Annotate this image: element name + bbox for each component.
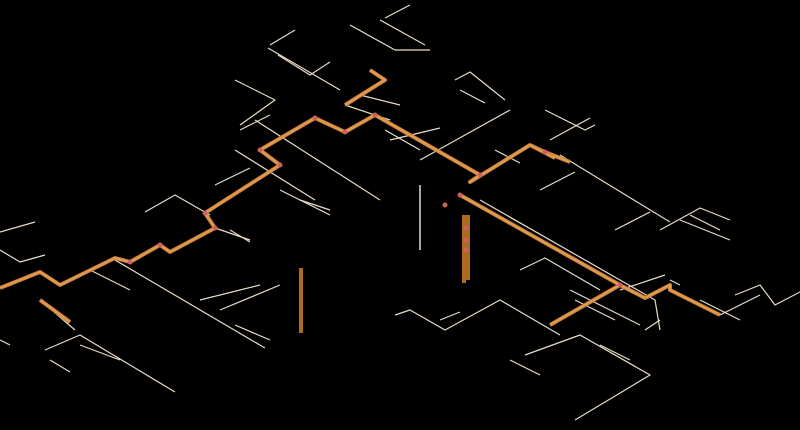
- branch-pipe: [234, 324, 271, 341]
- pipe-fitting: [257, 147, 263, 153]
- pipe-fitting: [342, 129, 348, 135]
- branch-pipe: [394, 299, 561, 336]
- main-pipe: [0, 114, 571, 289]
- branch-pipe: [234, 149, 316, 201]
- branch-pipe: [494, 149, 521, 164]
- pipe-fitting: [312, 115, 318, 121]
- pipe-fitting: [277, 162, 283, 168]
- branch-pipe: [734, 284, 800, 306]
- branch-pipe: [524, 334, 651, 421]
- branch-pipe: [49, 359, 71, 373]
- pipe-fitting: [157, 242, 163, 248]
- branch-pipe: [419, 109, 511, 161]
- branch-pipe: [239, 114, 271, 131]
- branch-pipe: [279, 189, 331, 216]
- branch-pipe: [359, 94, 401, 106]
- branch-pipe: [254, 119, 381, 201]
- branch-pipe: [519, 257, 601, 291]
- branch-pipe: [219, 284, 281, 311]
- pipe-fitting: [542, 149, 548, 155]
- branch-pipe: [559, 154, 671, 223]
- branch-pipe: [349, 24, 430, 51]
- branch-pipe: [539, 171, 576, 191]
- branch-pipe: [689, 214, 721, 231]
- branch-pipe: [454, 71, 506, 101]
- branch-pipe: [614, 211, 651, 231]
- pipe-fitting: [477, 172, 483, 178]
- pipe-fitting: [463, 237, 469, 243]
- branch-pipe: [277, 54, 331, 76]
- branch-pipe: [384, 4, 411, 19]
- pipe-fitting: [457, 192, 463, 198]
- branch-pipe: [679, 219, 731, 241]
- branch-pipe: [0, 249, 46, 263]
- pipe-fitting: [463, 225, 469, 231]
- branch-pipe: [699, 299, 741, 321]
- branch-pipe: [659, 207, 731, 231]
- branch-pipe: [0, 221, 36, 233]
- main-pipes: [0, 68, 721, 327]
- branch-pipe: [459, 89, 486, 104]
- branch-pipe: [544, 109, 596, 131]
- main-pipe: [39, 299, 71, 323]
- branch-pipe: [389, 127, 441, 141]
- branch-pipe: [214, 167, 251, 186]
- branch-pipe: [44, 334, 176, 393]
- main-pipe: [529, 144, 556, 159]
- branch-pipe: [479, 199, 661, 331]
- branch-pipe: [114, 259, 266, 349]
- pipe-fitting: [127, 259, 133, 265]
- branch-pipe: [439, 311, 461, 321]
- pipe-fitting: [202, 210, 208, 216]
- branch-pipe: [719, 294, 761, 316]
- pipe-fittings: [127, 112, 623, 288]
- pipe-fitting: [617, 282, 623, 288]
- branch-pipe: [549, 117, 591, 141]
- pipe-fitting: [372, 112, 378, 118]
- branch-pipe: [269, 29, 296, 46]
- branch-pipe: [379, 19, 426, 46]
- main-pipe-outline: [0, 113, 571, 290]
- branch-pipe: [509, 359, 541, 376]
- branch-pipe: [89, 269, 131, 291]
- branch-pipe: [299, 199, 331, 211]
- branch-pipe: [234, 79, 276, 126]
- riser-pipes: [299, 185, 470, 333]
- branch-pipe: [0, 339, 11, 346]
- branch-pipe: [229, 229, 251, 243]
- branch-pipe: [144, 194, 211, 216]
- branch-pipes: [0, 4, 800, 421]
- branch-pipe: [599, 344, 631, 361]
- branch-pipe: [569, 289, 641, 326]
- pipe-fitting: [212, 225, 218, 231]
- branch-pipe: [644, 319, 661, 331]
- pipe-fitting: [442, 202, 448, 208]
- branch-pipe: [79, 344, 121, 361]
- branch-pipe: [267, 47, 341, 91]
- branch-pipe: [384, 129, 421, 151]
- main-pipe: [344, 69, 386, 106]
- branch-pipe: [199, 284, 261, 301]
- branch-pipe: [669, 279, 681, 286]
- main-pipe: [619, 284, 721, 316]
- branch-pipe: [574, 299, 616, 321]
- pipe-fitting: [463, 247, 469, 253]
